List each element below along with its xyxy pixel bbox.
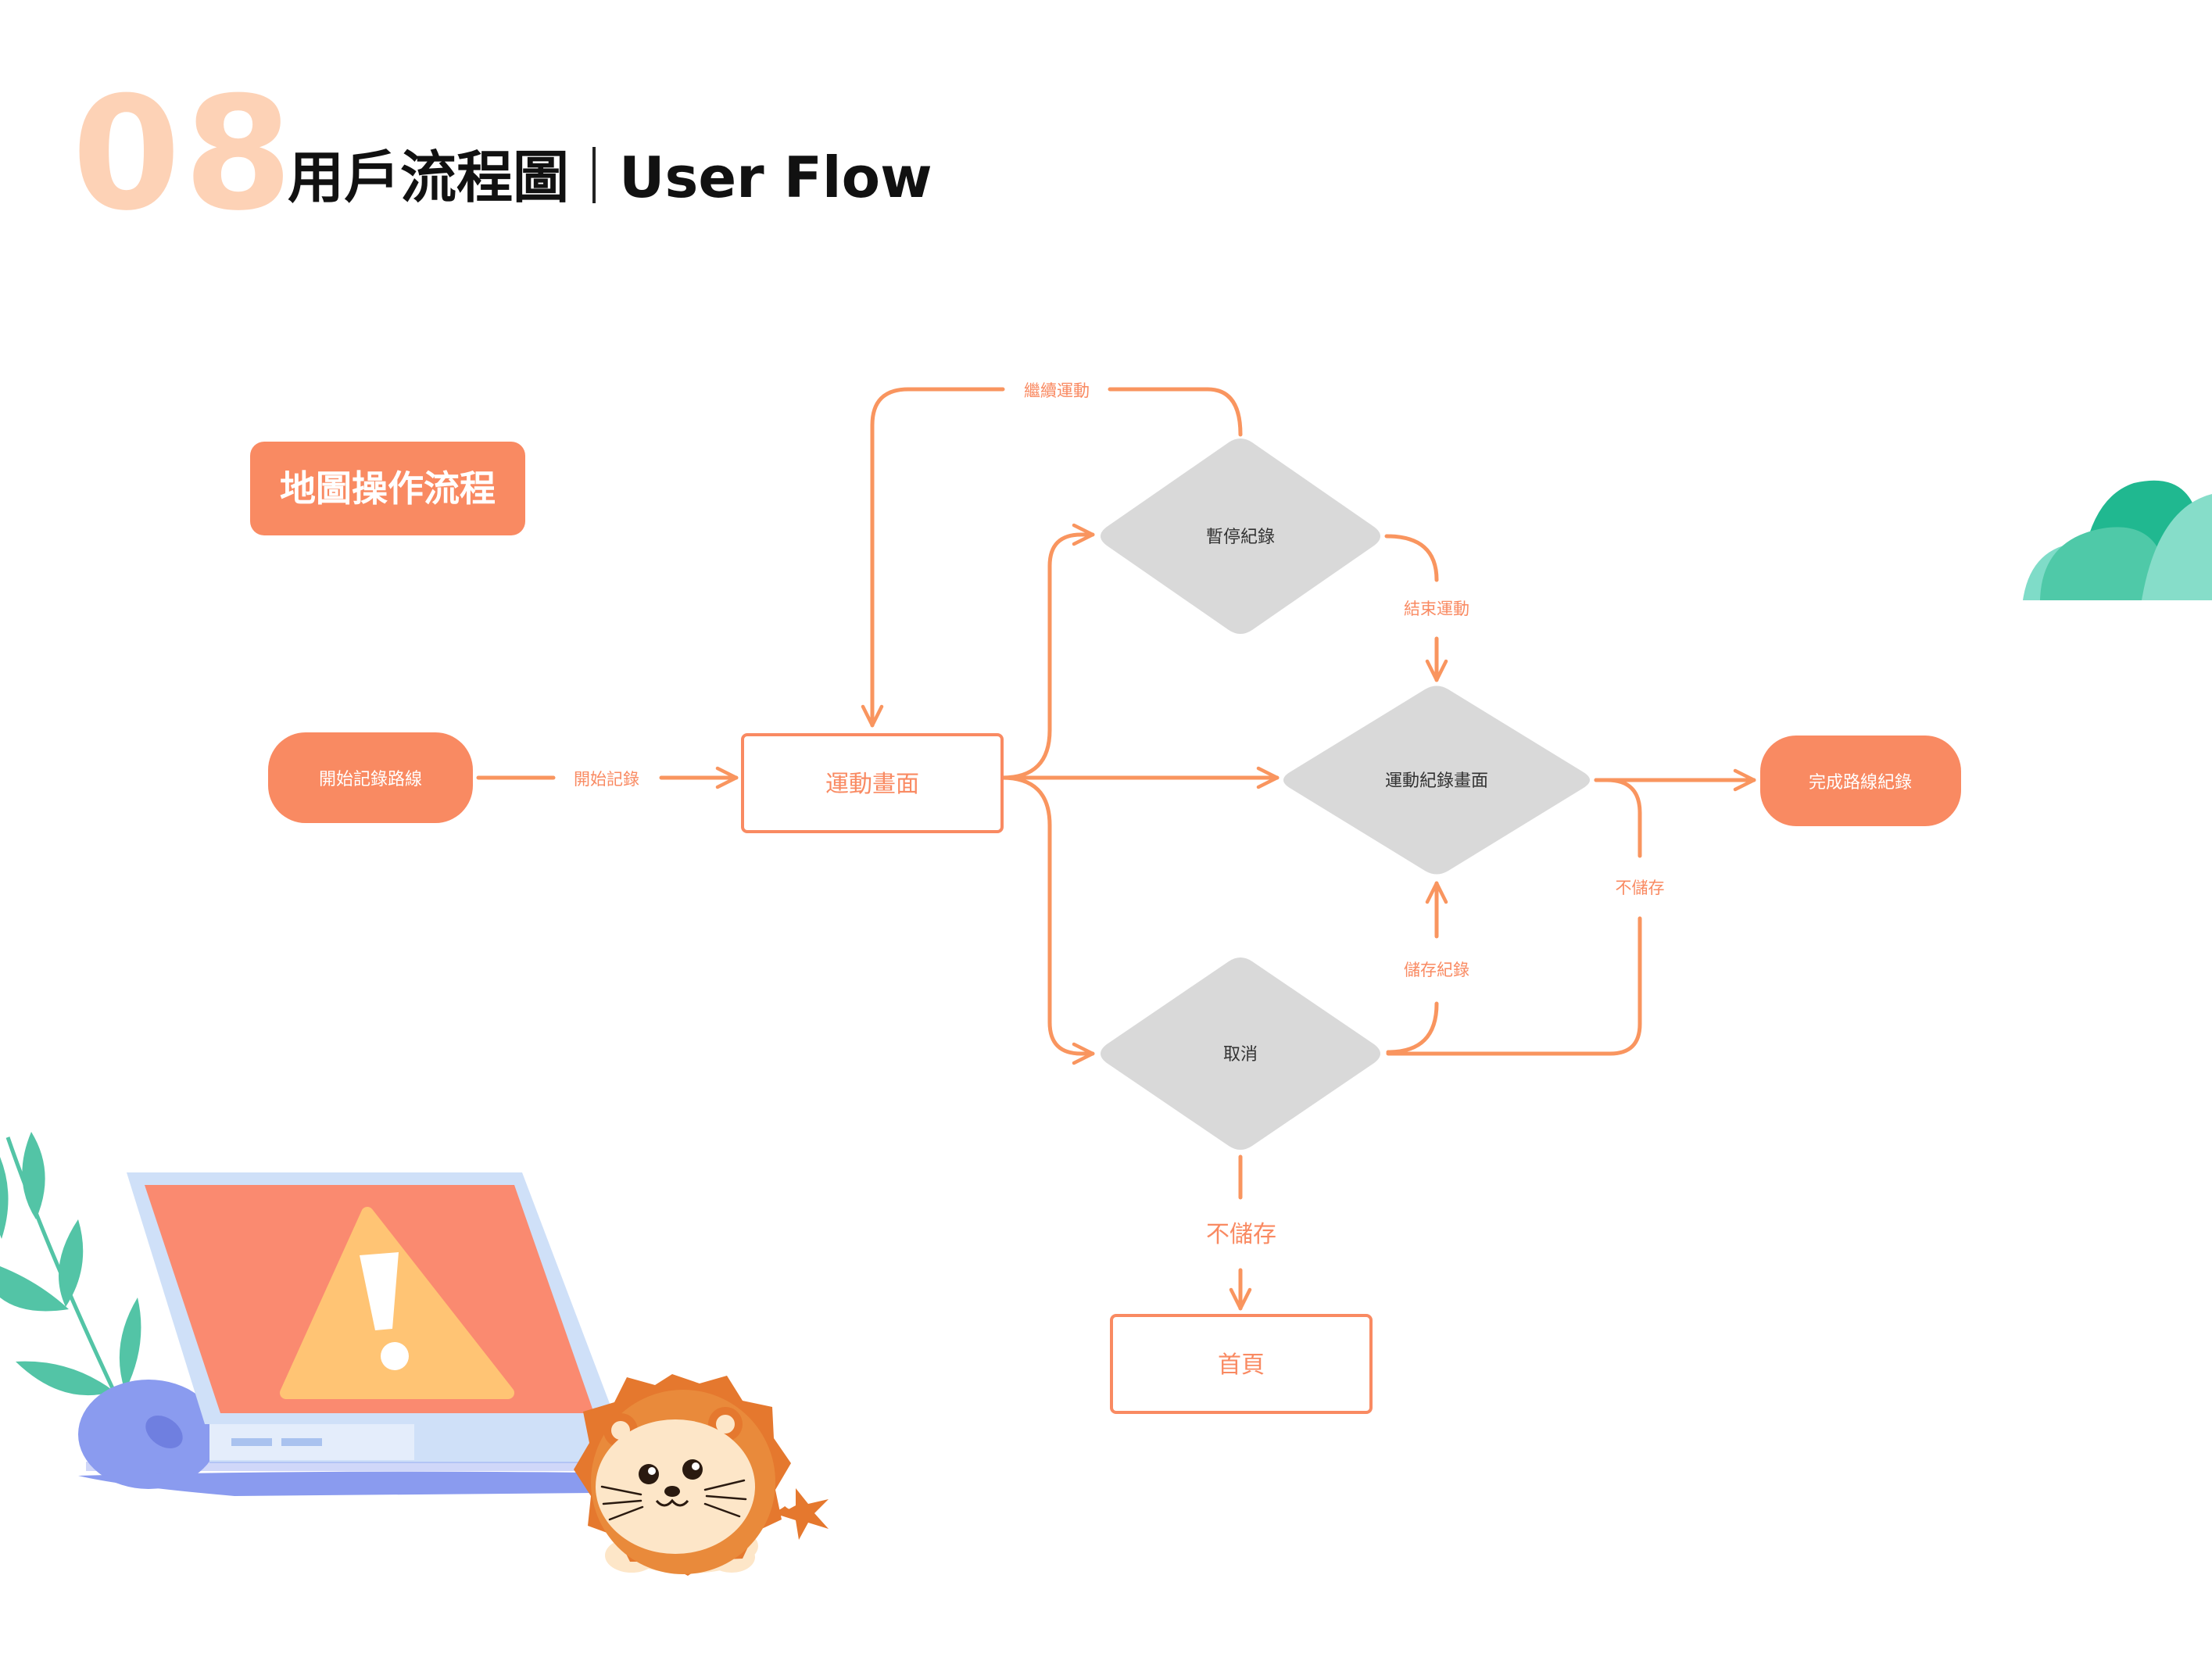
laptop-warning-illustration — [78, 1172, 617, 1496]
edge-not-save-right-bottom — [1386, 916, 1642, 1056]
node-cancel: 取消 — [1101, 957, 1380, 1150]
edge-label-not-save-right: 不儲存 — [1616, 879, 1665, 897]
flow-edges — [476, 387, 1756, 1311]
edge-label-save-record: 儲存紀錄 — [1404, 961, 1469, 979]
edge-label-not-save-down: 不儲存 — [1206, 1221, 1276, 1248]
node-start-label: 開始記錄路線 — [319, 770, 422, 789]
edge-save-bottom — [1386, 1001, 1439, 1054]
section-number: 08 — [72, 63, 296, 245]
title-separator — [592, 147, 596, 203]
edge-to-pause — [1000, 523, 1095, 780]
section-tag: 地圖操作流程 — [250, 442, 525, 535]
edge-label-continue-sport: 繼續運動 — [1024, 381, 1090, 400]
page-title-en: User Flow — [619, 145, 932, 210]
edge-to-cancel — [1000, 775, 1095, 1065]
node-home: 首頁 — [1110, 1314, 1373, 1414]
edge-not-save-right-top — [1594, 778, 1642, 858]
node-pause: 暫停紀錄 — [1101, 438, 1380, 634]
node-sport-screen: 運動畫面 — [741, 733, 1004, 833]
green-bush-illustration — [2023, 480, 2212, 600]
edge-end-sport-top — [1384, 534, 1439, 582]
node-home-label: 首頁 — [1218, 1351, 1265, 1379]
plant-leaves-illustration — [0, 1132, 141, 1416]
page-title: 用戶流程圖 User Flow — [288, 142, 932, 213]
edge-label-end-sport: 結束運動 — [1404, 600, 1469, 618]
node-start: 開始記錄路線 — [268, 732, 473, 823]
node-record-screen-label: 運動紀錄畫面 — [1385, 771, 1488, 791]
node-pause-label: 暫停紀錄 — [1206, 528, 1275, 547]
node-record-screen: 運動紀錄畫面 — [1283, 685, 1590, 875]
node-cancel-label: 取消 — [1223, 1045, 1258, 1065]
node-sport-screen-label: 運動畫面 — [825, 771, 919, 798]
node-complete: 完成路線紀錄 — [1760, 736, 1961, 826]
node-complete-label: 完成路線紀錄 — [1809, 773, 1912, 793]
lion-mascot-illustration — [574, 1374, 829, 1576]
edge-continue-left — [861, 387, 1005, 728]
page-title-zh: 用戶流程圖 — [288, 145, 570, 210]
edge-label-start-record: 開始記錄 — [574, 770, 639, 789]
edge-labels: 開始記錄 繼續運動 結束運動 儲存紀錄 不儲存 不儲存 — [574, 381, 1665, 1248]
edge-continue-right — [1108, 387, 1243, 437]
